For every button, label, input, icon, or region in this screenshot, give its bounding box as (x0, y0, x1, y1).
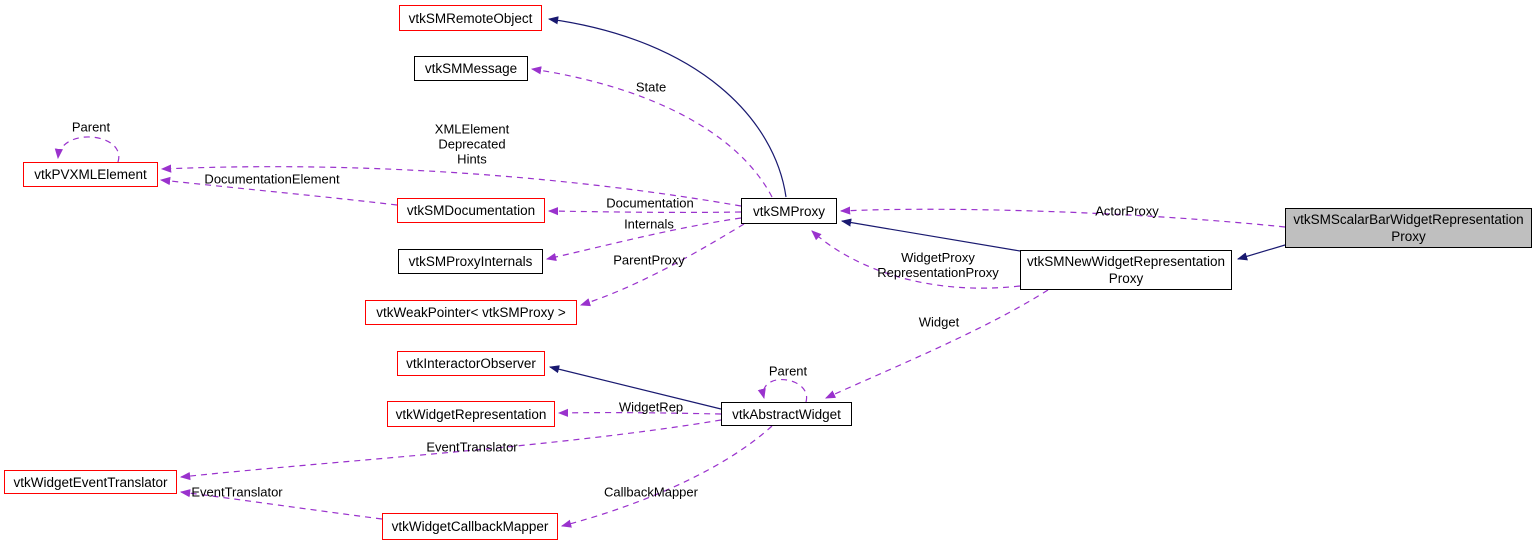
edge-label-documentation: Documentation (606, 195, 694, 211)
node-vtksmdocumentation[interactable]: vtkSMDocumentation (397, 198, 545, 223)
edge-label-documentationelement: DocumentationElement (204, 171, 340, 187)
edge-inherit-scalarbar-to-newwidget (1236, 244, 1286, 261)
node-vtksmscalarbarwidgetrepresentationproxy: vtkSMScalarBarWidgetRepresentation Proxy (1285, 208, 1532, 248)
edge-usage-internals (545, 217, 742, 261)
edge-label-xmlelement-deprecated-hints: XMLElement Deprecated Hints (434, 121, 510, 167)
edge-usage-actorproxy (839, 206, 1286, 228)
edge-inherit-abstractwidget-to-interactorobserver (548, 365, 722, 410)
edge-label-eventtranslator-lower: EventTranslator (191, 484, 283, 500)
edge-usage-parentproxy (579, 223, 745, 307)
edge-usage-eventtranslator-from-abstractwidget (179, 419, 722, 481)
edge-label-widget: Widget (918, 314, 960, 330)
node-vtkwidgetrepresentation[interactable]: vtkWidgetRepresentation (387, 401, 555, 427)
edge-label-parent-pvxml: Parent (71, 119, 111, 135)
edge-label-internals: Internals (624, 216, 674, 232)
edge-usage-widgetproxy-representationproxy (811, 230, 1021, 289)
edge-inherit-smproxy-to-remoteobject (547, 16, 787, 198)
node-vtksmproxy[interactable]: vtkSMProxy (741, 198, 837, 224)
node-vtksmremoteobject[interactable]: vtkSMRemoteObject (399, 5, 542, 31)
edge-usage-state (530, 66, 773, 198)
edge-label-widgetproxy-representationproxy: WidgetProxy RepresentationProxy (877, 250, 999, 280)
node-vtkabstractwidget[interactable]: vtkAbstractWidget (721, 402, 852, 426)
node-vtksmmessage[interactable]: vtkSMMessage (414, 56, 528, 81)
node-vtksmnewwidgetrepresentationproxy[interactable]: vtkSMNewWidgetRepresentation Proxy (1020, 250, 1232, 290)
edge-usage-documentationelement (159, 176, 398, 206)
edge-label-eventtranslator-upper: EventTranslator (426, 439, 518, 455)
edge-usage-callbackmapper (560, 425, 773, 528)
edge-label-widgetrep: WidgetRep (618, 399, 684, 415)
edge-label-callbackmapper: CallbackMapper (604, 484, 698, 500)
edge-usage-widget (825, 289, 1049, 399)
edge-usage-parent-abstractwidget-loop (757, 378, 808, 403)
edge-label-state: State (635, 79, 667, 95)
node-vtkinteractorobserver[interactable]: vtkInteractorObserver (397, 351, 545, 376)
edge-usage-parent-pvxml-loop (54, 136, 120, 163)
node-vtkweakpointer-vtksmproxy[interactable]: vtkWeakPointer< vtkSMProxy > (365, 300, 577, 325)
node-vtkwidgetcallbackmapper[interactable]: vtkWidgetCallbackMapper (382, 513, 558, 540)
node-vtksmproxyinternals[interactable]: vtkSMProxyInternals (398, 249, 543, 274)
edge-inherit-newwidget-to-smproxy (840, 218, 1021, 252)
edge-usage-widgetrep (557, 408, 722, 417)
edge-label-parentproxy: ParentProxy (613, 252, 685, 268)
edge-usage-documentation (547, 207, 742, 216)
edge-usage-eventtranslator-from-callbackmapper (179, 489, 383, 520)
edge-label-actorproxy: ActorProxy (1095, 203, 1159, 219)
node-vtkwidgeteventtranslator[interactable]: vtkWidgetEventTranslator (4, 470, 177, 494)
node-vtkpvxmlelement[interactable]: vtkPVXMLElement (23, 162, 158, 187)
edge-label-parent-abstractwidget: Parent (768, 363, 808, 379)
edge-usage-xmlelement (160, 164, 742, 207)
